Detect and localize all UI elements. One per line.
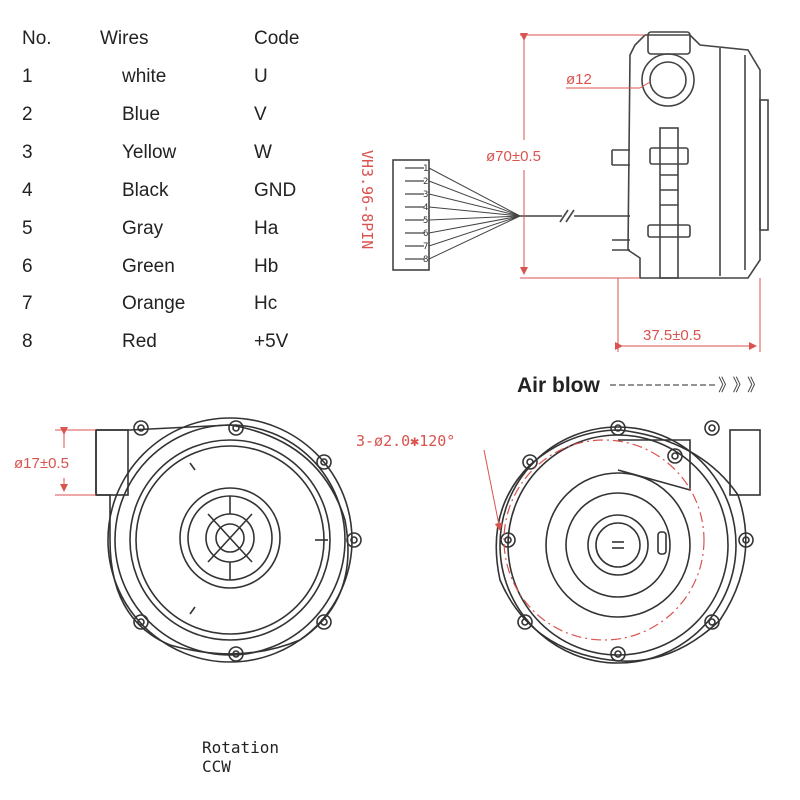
row-no: 7 <box>22 293 33 314</box>
row-wire: white <box>122 66 167 87</box>
front-view <box>95 417 362 663</box>
front-dimensions <box>55 427 96 496</box>
row-code: +5V <box>254 331 289 352</box>
row-code: Ha <box>254 218 279 239</box>
header-code: Code <box>254 28 300 49</box>
row-wire: Gray <box>122 218 164 239</box>
pin-label: 8 <box>423 255 428 265</box>
row-code: W <box>254 142 272 163</box>
row-no: 6 <box>22 256 33 277</box>
mount-holes-label: 3-ø2.0✱120° <box>356 432 455 450</box>
body-dia-label: ø70±0.5 <box>486 148 541 165</box>
connector-pins: 1 2 3 4 5 6 7 8 <box>423 164 428 265</box>
row-wire: Green <box>122 256 175 277</box>
pin-label: 7 <box>423 242 428 252</box>
air-blow-arrows-icon: 》》》 <box>718 376 770 395</box>
pin-label: 4 <box>423 203 428 213</box>
pin-label: 5 <box>423 216 428 226</box>
row-wire: Red <box>122 331 157 352</box>
row-wire: Black <box>122 180 169 201</box>
row-code: U <box>254 66 268 87</box>
outlet-dia-label: ø12 <box>566 71 592 88</box>
row-no: 4 <box>22 180 33 201</box>
row-no: 2 <box>22 104 33 125</box>
pin-label: 2 <box>423 177 428 187</box>
row-code: V <box>254 104 267 125</box>
row-no: 5 <box>22 218 33 239</box>
header-wires: Wires <box>100 28 149 49</box>
connector-label: VH3.96-8PIN <box>358 150 376 249</box>
row-code: GND <box>254 180 297 201</box>
pin-label: 3 <box>423 190 428 200</box>
row-code: Hb <box>254 256 279 277</box>
pin-label: 6 <box>423 229 428 239</box>
side-dimensions <box>520 33 761 352</box>
rotation-direction: CCW <box>202 757 231 776</box>
row-wire: Yellow <box>122 142 177 163</box>
rotation-label: Rotation CCW <box>202 738 279 776</box>
row-no: 3 <box>22 142 33 163</box>
mount-pitch-circle <box>503 439 705 641</box>
rotation-title: Rotation <box>202 738 280 757</box>
header-no: No. <box>22 28 52 49</box>
row-wire: Orange <box>122 293 186 314</box>
back-dimensions <box>483 449 503 531</box>
row-wire: Blue <box>122 104 161 125</box>
pin-label: 1 <box>423 164 428 174</box>
side-view <box>392 31 769 279</box>
back-view <box>495 420 761 664</box>
inlet-dia-label: ø17±0.5 <box>14 455 69 472</box>
row-no: 8 <box>22 331 33 352</box>
row-code: Hc <box>254 293 278 314</box>
row-no: 1 <box>22 66 33 87</box>
air-blow-label: Air blow <box>517 374 600 397</box>
depth-label: 37.5±0.5 <box>643 327 701 344</box>
